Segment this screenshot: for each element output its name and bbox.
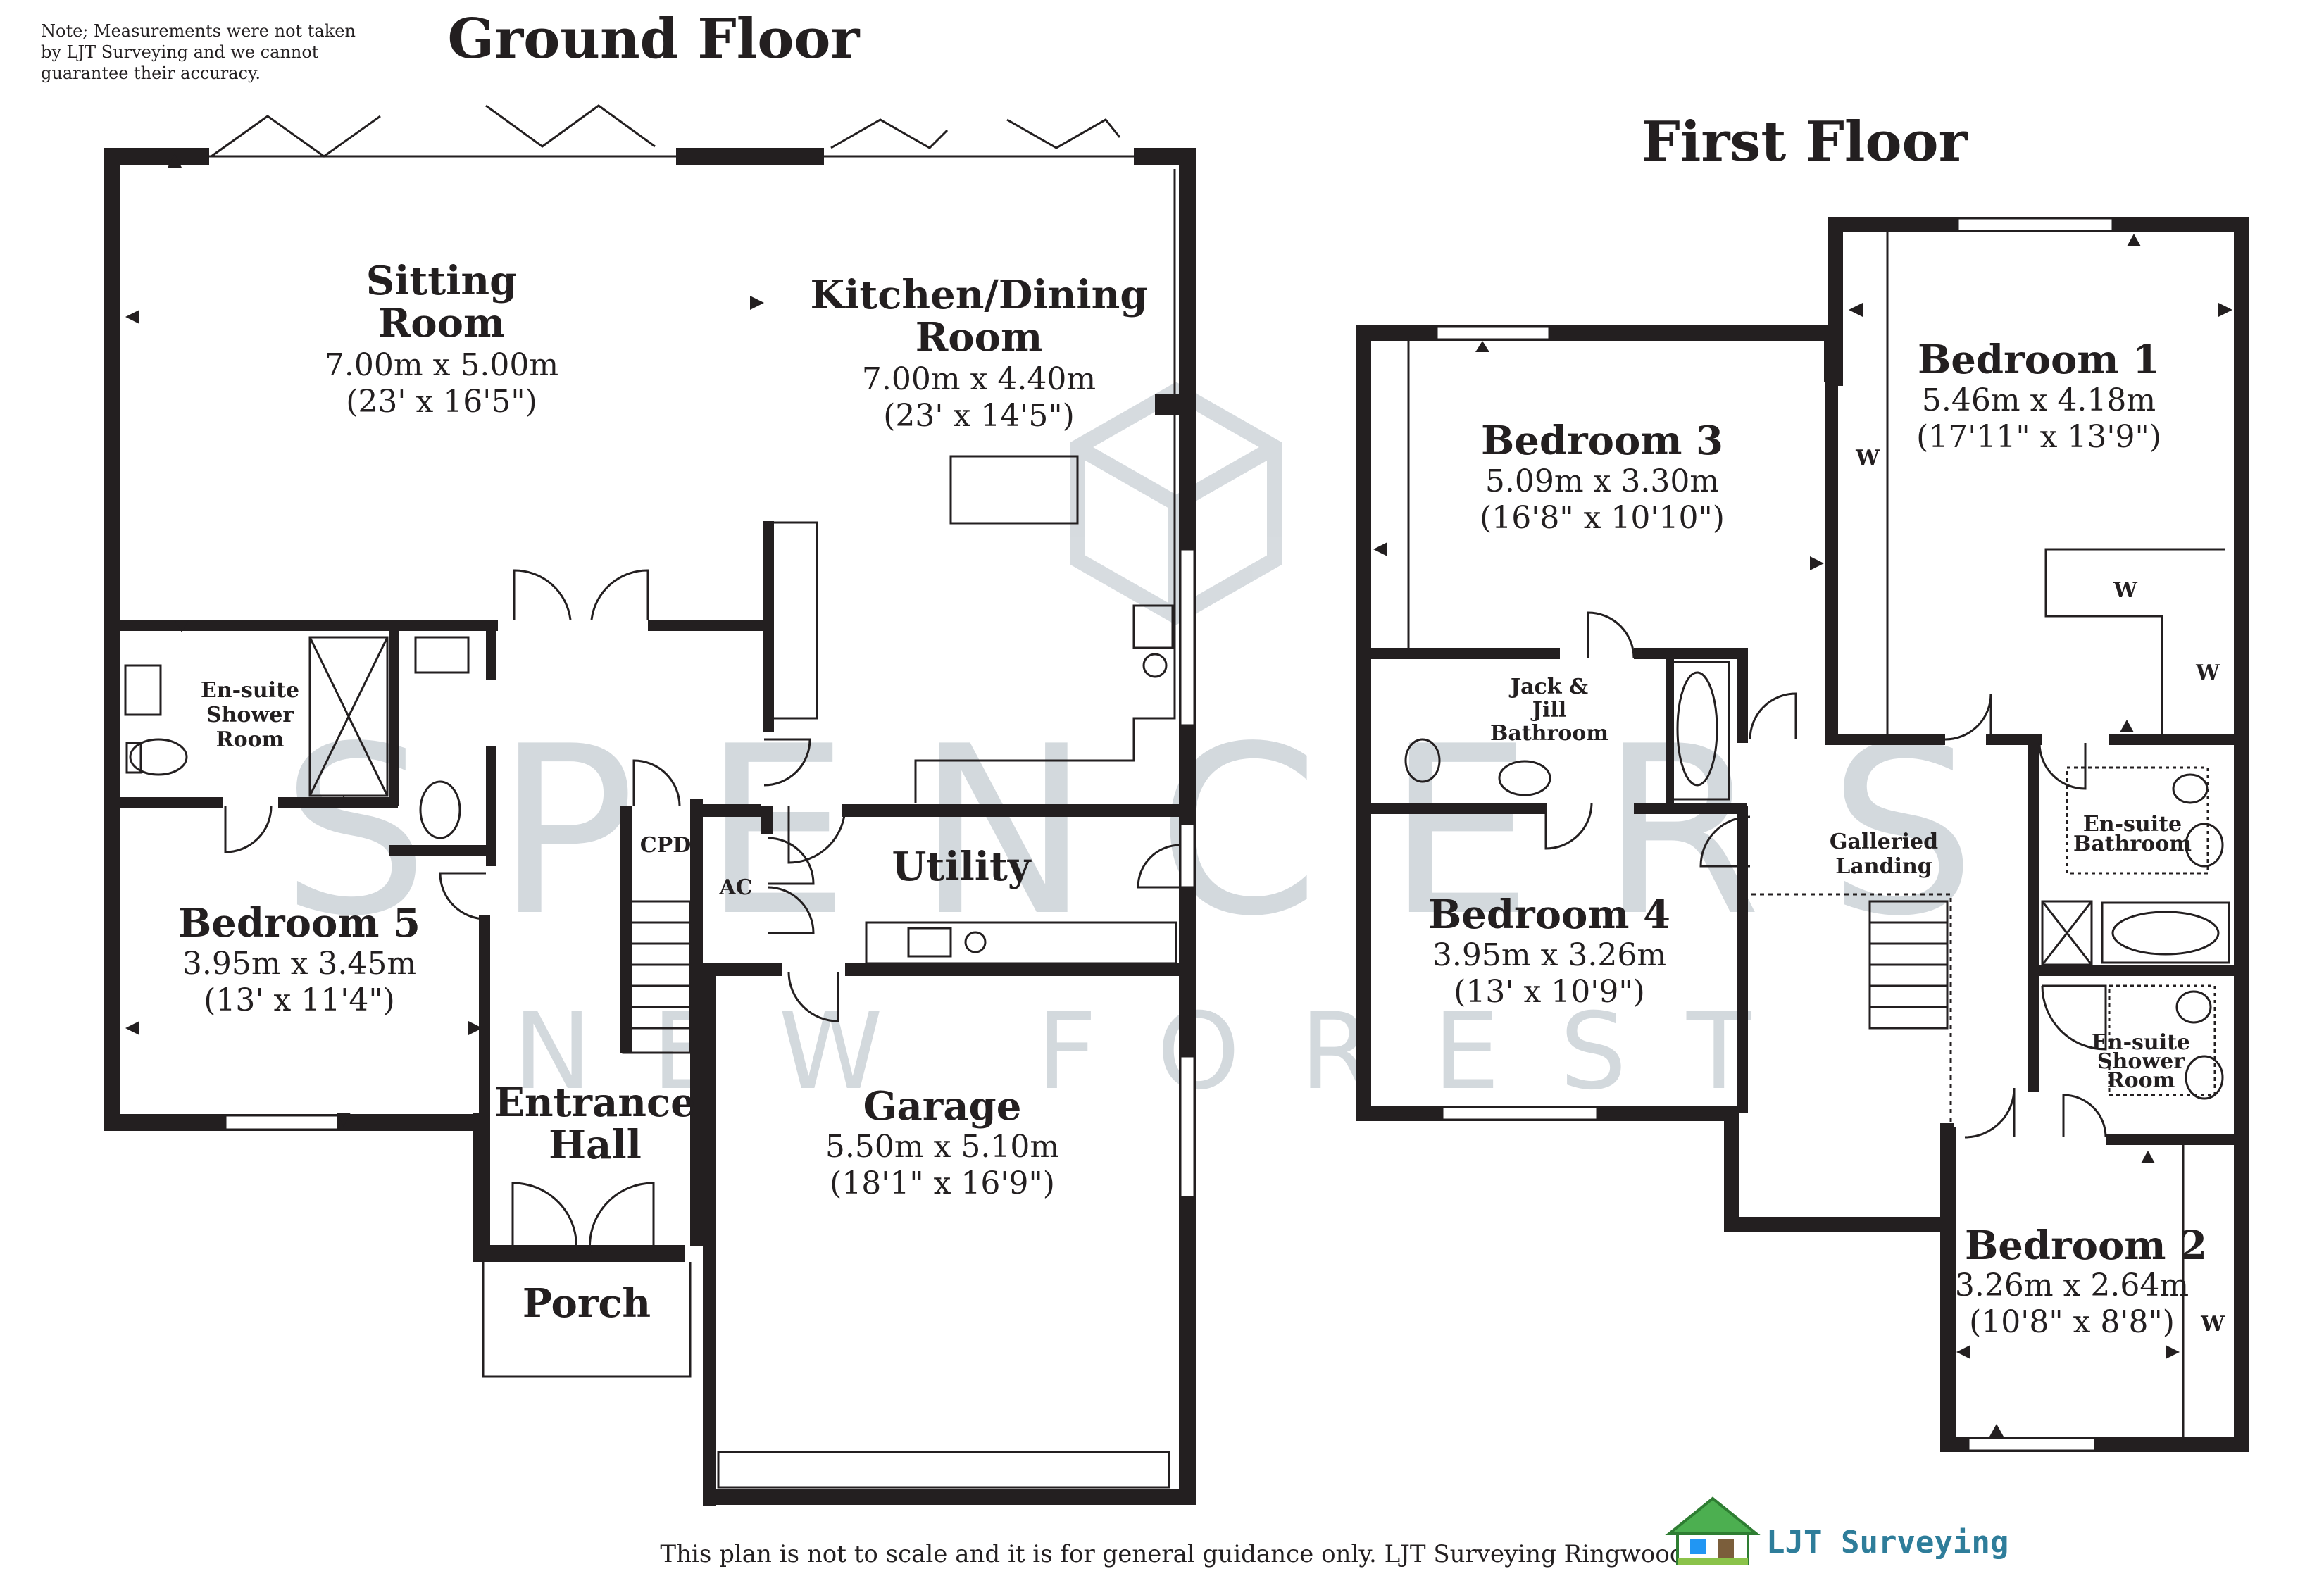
ljt-logo-text: LJT Surveying — [1766, 1525, 2008, 1561]
bedroom-4-name: Bedroom 4 — [1428, 892, 1670, 938]
first-floor-title: First Floor — [1641, 110, 1968, 174]
first-floor-fixtures — [1404, 217, 2230, 1452]
bedroom-3-imperial: (16'8" x 10'10") — [1480, 500, 1725, 536]
bedroom-3-metric: 5.09m x 3.30m — [1485, 463, 1719, 499]
ensuite-ground-name-2: Shower — [206, 703, 294, 727]
sitting-room-name-1: Sitting — [366, 258, 518, 304]
ground-floor-title: Ground Floor — [448, 7, 861, 71]
wardrobe-label-2: W — [2113, 578, 2138, 603]
sitting-room-metric: 7.00m x 5.00m — [325, 347, 558, 383]
house-icon — [1665, 1496, 1761, 1565]
kitchen-name-1: Kitchen/Dining — [810, 272, 1147, 318]
bedroom-2-metric: 3.26m x 2.64m — [1955, 1268, 2189, 1303]
first-floor-walls — [1356, 217, 2249, 1452]
bedroom-5-name: Bedroom 5 — [178, 900, 420, 946]
bedroom-4-imperial: (13' x 10'9") — [1454, 974, 1645, 1010]
ensuite-ground-name-3: Room — [216, 727, 285, 752]
jack-jill-name-2: Jill — [1530, 698, 1566, 723]
porch-label: Porch — [523, 1280, 651, 1327]
sitting-room-imperial: (23' x 16'5") — [346, 384, 537, 420]
wardrobe-label-1: W — [1855, 446, 1880, 470]
garage-imperial: (18'1" x 16'9") — [830, 1165, 1055, 1201]
entrance-hall-name-1: Entrance — [494, 1080, 696, 1126]
bedroom-4-metric: 3.95m x 3.26m — [1432, 937, 1666, 973]
garage-metric: 5.50m x 5.10m — [825, 1129, 1059, 1165]
bedroom-5-imperial: (13' x 11'4") — [204, 982, 395, 1018]
watermark-sub: NEW FOREST — [513, 991, 1811, 1113]
garage-name: Garage — [863, 1083, 1022, 1130]
jack-jill-name-3: Bathroom — [1490, 721, 1608, 746]
footer-disclaimer: This plan is not to scale and it is for … — [660, 1540, 1685, 1568]
note-line-1: Note; Measurements were not taken — [41, 21, 356, 41]
arrow-markers — [125, 154, 2232, 1437]
ensuite-bathroom-name-2: Bathroom — [2073, 832, 2192, 856]
note-line-2: by LJT Surveying and we cannot — [41, 42, 319, 62]
note-line-3: guarantee their accuracy. — [41, 63, 261, 83]
jack-jill-name-1: Jack & — [1508, 675, 1588, 699]
ac-label: AC — [718, 875, 752, 900]
bedroom-1-metric: 5.46m x 4.18m — [1922, 382, 2156, 418]
bedroom-2-name: Bedroom 2 — [1965, 1222, 2207, 1269]
ensuite-shower-first-name-1: En-suite — [2092, 1030, 2190, 1055]
galleried-landing-name-1: Galleried — [1830, 830, 1938, 854]
watermark-cube-logo — [1070, 382, 1282, 625]
sitting-room-name-2: Room — [378, 300, 506, 346]
kitchen-name-2: Room — [916, 314, 1043, 361]
kitchen-metric: 7.00m x 4.40m — [862, 361, 1096, 397]
ensuite-shower-first-name-2: Shower — [2097, 1049, 2185, 1074]
bedroom-1-name: Bedroom 1 — [1918, 337, 2160, 383]
kitchen-imperial: (23' x 14'5") — [883, 398, 1075, 434]
ground-floor-fixtures — [124, 104, 1196, 1489]
bedroom-1-imperial: (17'11" x 13'9") — [1916, 419, 2161, 455]
wardrobe-label-4: W — [2200, 1312, 2225, 1337]
ensuite-shower-first-name-3: Room — [2107, 1068, 2175, 1093]
bedroom-5-metric: 3.95m x 3.45m — [182, 946, 416, 982]
ljt-logo: LJT Surveying — [1665, 1496, 2008, 1565]
watermark-main: SPENCERS — [281, 696, 2043, 967]
bedroom-2-imperial: (10'8" x 8'8") — [1969, 1304, 2175, 1340]
ensuite-bathroom-name-1: En-suite — [2083, 812, 2182, 837]
galleried-landing-name-2: Landing — [1835, 854, 1932, 879]
wardrobe-label-3: W — [2195, 661, 2220, 685]
bedroom-3-name: Bedroom 3 — [1481, 418, 1723, 464]
cpd-label: CPD — [640, 833, 691, 858]
utility-label: Utility — [892, 844, 1032, 890]
entrance-hall-name-2: Hall — [549, 1122, 642, 1168]
ensuite-ground-name-1: En-suite — [201, 678, 299, 703]
watermark: SPENCERS NEW FOREST — [281, 382, 2043, 1113]
